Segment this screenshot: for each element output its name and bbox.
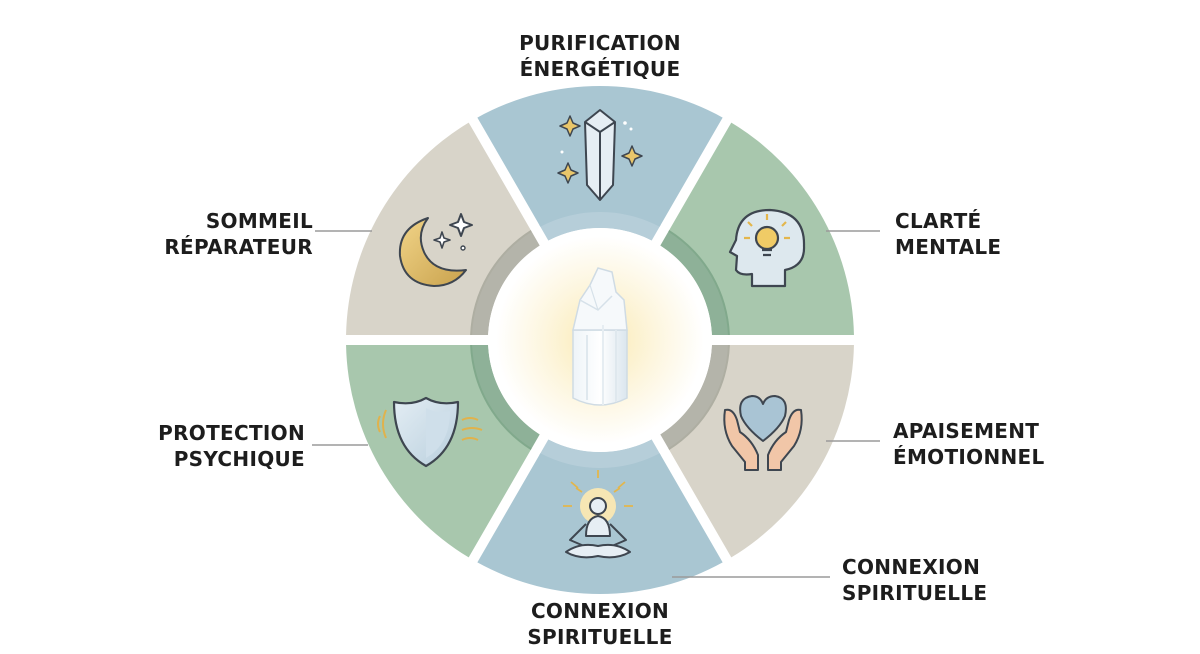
selenite-crystal-icon (572, 267, 628, 406)
ring-arc-purification (539, 210, 661, 241)
ring-arc-apaisement (660, 344, 730, 451)
ring-arc-sommeil (470, 229, 540, 336)
ring-arc-connexion (539, 439, 661, 470)
inner-ring (470, 210, 730, 470)
ring-arc-clarte (660, 229, 730, 336)
head-lightbulb-icon (728, 208, 806, 288)
heart-hands-icon (723, 395, 803, 471)
moon-stars-icon (398, 213, 473, 287)
ring-arc-protection (470, 344, 540, 451)
connector-lines (312, 230, 880, 578)
crystal-sparkles-icon (557, 109, 643, 201)
shield-icon (377, 396, 483, 468)
meditation-icon (563, 470, 633, 559)
